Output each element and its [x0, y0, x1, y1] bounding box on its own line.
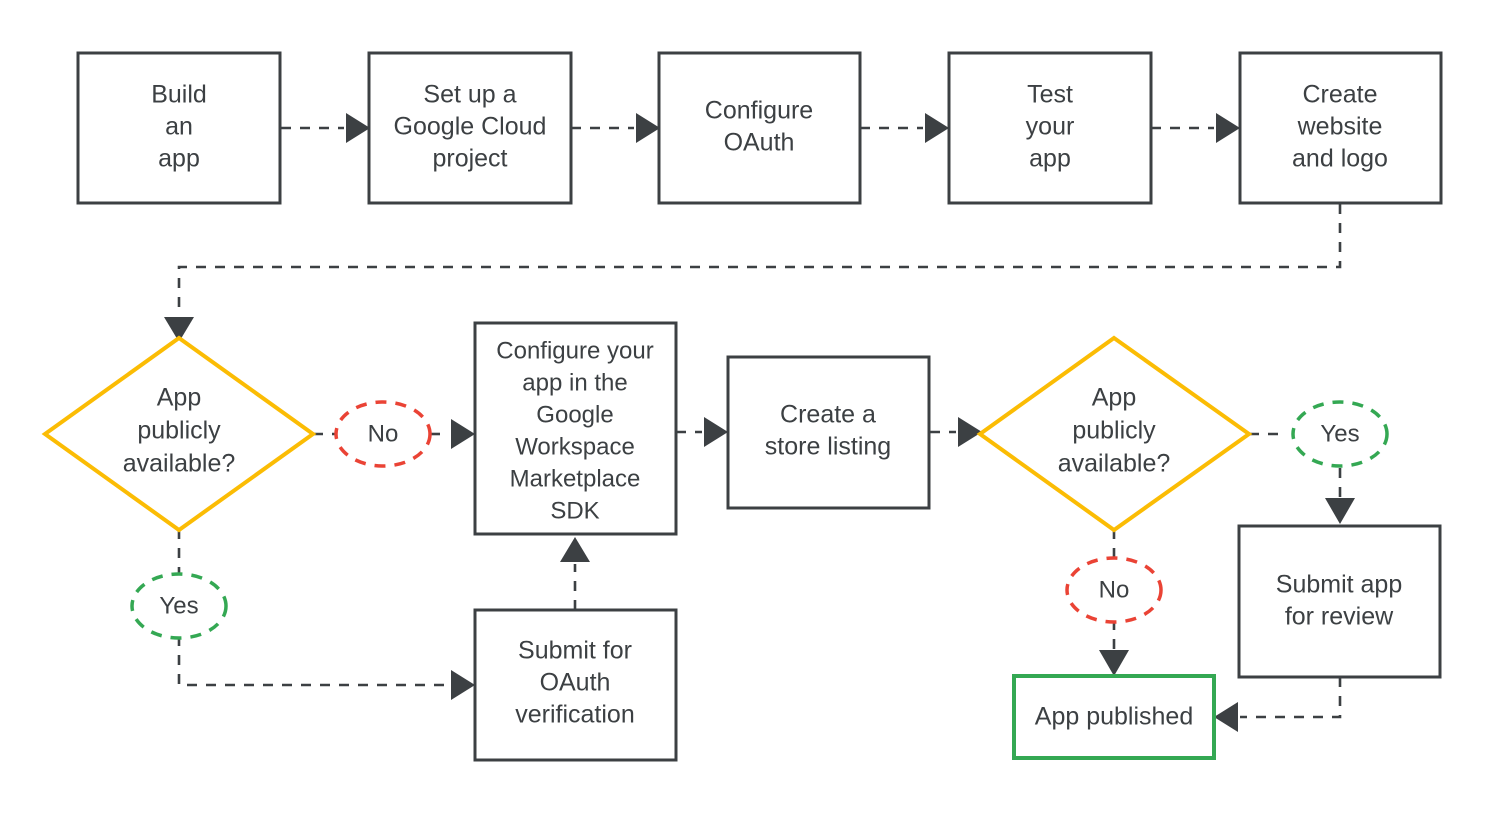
edge-label-no-two-text: No [1099, 576, 1130, 603]
node-decision-two-line-1: App [1092, 384, 1136, 412]
node-test-app-line-1: Test [1027, 81, 1073, 109]
node-test-app[interactable]: Test your app [947, 51, 1153, 205]
node-store-listing-line-1: Create a [780, 401, 876, 429]
node-store-listing[interactable]: Create a store listing [726, 355, 931, 510]
node-decision-one-line-2: publicly [137, 417, 221, 445]
edge-label-layer: No Yes Yes No [130, 400, 1389, 640]
edge-test-app-to-website-logo [1151, 113, 1240, 143]
edge-label-yes-one-text: Yes [159, 592, 198, 619]
edge-oauth-verify-to-configure-sdk [560, 537, 590, 610]
edge-label-yes-two: Yes [1291, 400, 1389, 468]
node-test-app-line-3: app [1029, 145, 1071, 173]
node-oauth-verify[interactable]: Submit for OAuth verification [473, 608, 678, 762]
node-configure-sdk[interactable]: Configure your app in the Google Workspa… [473, 321, 678, 536]
node-build-app-line-2: an [165, 113, 193, 141]
node-decision-two-line-3: available? [1058, 450, 1171, 478]
edge-configure-sdk-to-store-listing [676, 417, 728, 447]
node-configure-sdk-line-5: Marketplace [510, 465, 641, 492]
edge-label-no-two: No [1065, 556, 1163, 624]
node-configure-sdk-line-6: SDK [550, 497, 599, 524]
node-configure-sdk-line-3: Google [536, 401, 613, 428]
node-submit-review[interactable]: Submit app for review [1237, 524, 1442, 679]
node-decision-two-line-2: publicly [1072, 417, 1156, 445]
node-configure-oauth-line-2: OAuth [724, 129, 795, 157]
edge-website-logo-to-decision-one [164, 204, 1342, 342]
edge-configure-oauth-to-test-app [860, 113, 949, 143]
node-gcp-project-line-3: project [432, 145, 507, 173]
edge-store-listing-to-decision-two [930, 417, 982, 447]
node-gcp-project-line-2: Google Cloud [394, 113, 547, 141]
edge-gcp-project-to-configure-oauth [571, 113, 660, 143]
node-configure-oauth-line-1: Configure [705, 97, 813, 125]
node-decision-one-line-3: available? [123, 450, 236, 478]
node-oauth-verify-line-3: verification [515, 701, 635, 729]
edge-build-app-to-gcp-project [281, 113, 370, 143]
node-website-logo-line-1: Create [1302, 81, 1377, 109]
node-submit-review-line-2: for review [1285, 603, 1394, 631]
node-oauth-verify-line-1: Submit for [518, 637, 632, 665]
edge-decision-one-no-to-configure-sdk [313, 419, 475, 449]
node-decision-two[interactable]: App publicly available? [976, 335, 1253, 533]
node-test-app-line-2: your [1026, 113, 1075, 141]
node-website-logo[interactable]: Create website and logo [1238, 51, 1443, 205]
node-oauth-verify-line-2: OAuth [540, 669, 611, 697]
node-configure-oauth[interactable]: Configure OAuth [657, 51, 862, 205]
node-configure-sdk-line-2: app in the [522, 369, 627, 396]
edge-label-no-one-text: No [368, 420, 399, 447]
node-website-logo-line-2: website [1297, 113, 1383, 141]
node-build-app-line-3: app [158, 145, 200, 173]
edge-layer [164, 113, 1355, 732]
node-app-published[interactable]: App published [1012, 674, 1216, 760]
node-layer: Build an app Set up a Google Cloud proje… [41, 51, 1443, 762]
edge-decision-two-yes-to-submit-review [1249, 432, 1355, 524]
node-submit-review-line-1: Submit app [1276, 571, 1402, 599]
node-store-listing-line-2: store listing [765, 433, 891, 461]
edge-decision-one-yes-to-oauth-verify [177, 529, 475, 700]
node-configure-sdk-line-1: Configure your [496, 337, 653, 364]
node-configure-sdk-line-4: Workspace [515, 433, 635, 460]
node-app-published-line-1: App published [1035, 703, 1193, 731]
node-decision-one-line-1: App [157, 384, 201, 412]
node-build-app-line-1: Build [151, 81, 207, 109]
node-decision-one[interactable]: App publicly available? [41, 335, 317, 533]
edge-label-yes-one: Yes [130, 572, 228, 640]
node-website-logo-line-3: and logo [1292, 145, 1388, 173]
node-gcp-project[interactable]: Set up a Google Cloud project [367, 51, 573, 205]
edge-submit-review-to-app-published [1214, 677, 1342, 732]
edge-label-yes-two-text: Yes [1320, 420, 1359, 447]
node-build-app[interactable]: Build an app [76, 51, 282, 205]
node-gcp-project-line-1: Set up a [423, 81, 516, 109]
edge-decision-two-no-to-app-published [1099, 529, 1129, 676]
edge-label-no-one: No [334, 400, 432, 468]
